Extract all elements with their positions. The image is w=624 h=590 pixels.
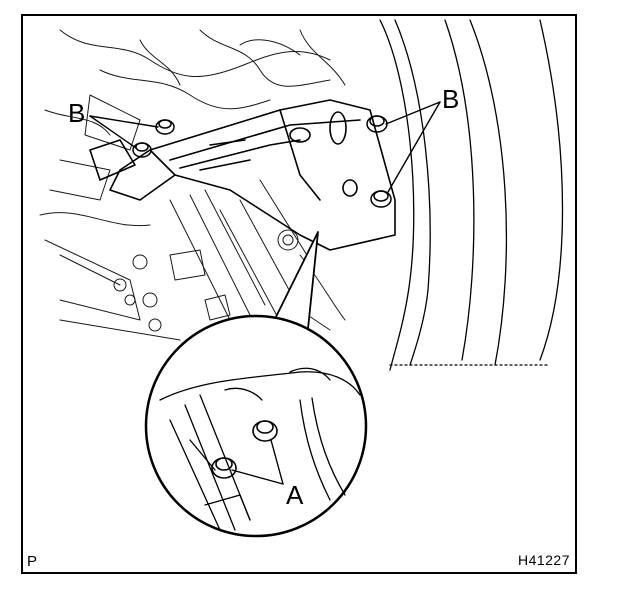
leader-lines-a — [231, 439, 284, 485]
bolt-b-lower-left-icon — [132, 142, 152, 158]
corner-code: P — [27, 553, 38, 570]
bracket — [89, 99, 396, 251]
bolt-a-lower-icon — [211, 457, 237, 479]
bolt-a-upper-icon — [252, 420, 278, 442]
callout-label-b-left: B — [68, 98, 86, 128]
fender-panel — [379, 19, 564, 371]
detail-view-circle — [144, 314, 368, 538]
callout-label-b-right: B — [442, 84, 460, 114]
callout-label-a: A — [286, 480, 304, 510]
bolt-b-upper-right-icon — [366, 115, 388, 133]
engine-bay-background — [39, 29, 346, 341]
leader-lines-b — [89, 101, 441, 193]
bolt-b-lower-right-icon — [370, 190, 392, 208]
figure-id: H41227 — [517, 552, 570, 568]
